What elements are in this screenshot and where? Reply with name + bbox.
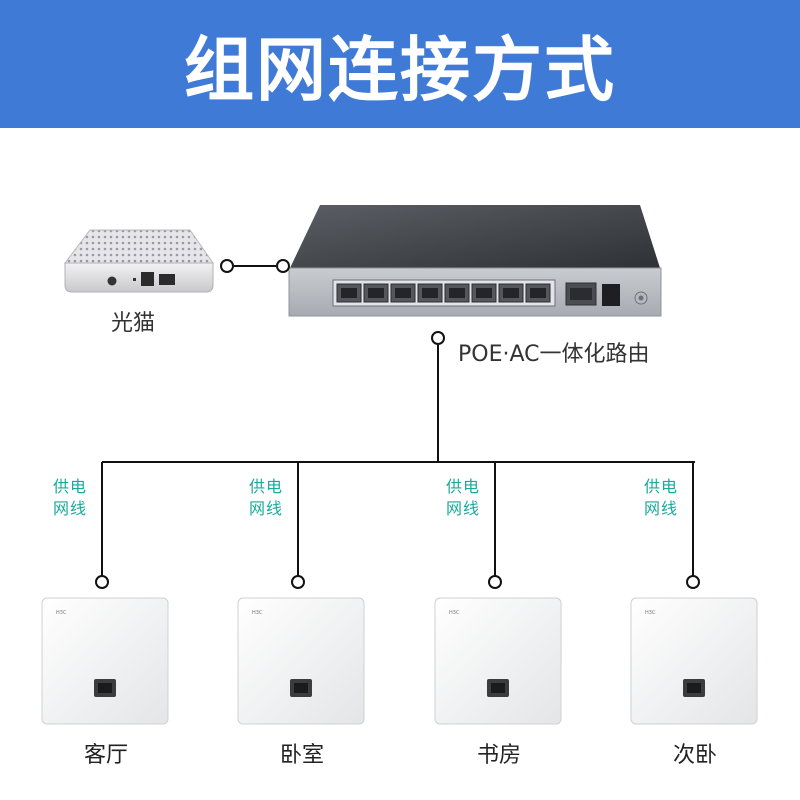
optical-modem-icon: [63, 229, 214, 293]
lan-port-icon: [363, 283, 389, 303]
lan-port-icon: [417, 283, 443, 303]
router-connector-dot: [276, 259, 290, 273]
cable-label: 供电网线: [52, 477, 87, 518]
wall-ap-panel-icon: H3C: [41, 597, 169, 725]
panel-connector-dot: [95, 575, 109, 589]
modem-label: 光猫: [111, 311, 156, 336]
brand-logo: H3C: [252, 610, 263, 616]
panel-connector-dot: [291, 575, 305, 589]
brand-logo: H3C: [56, 610, 67, 616]
panel-connector-dot: [488, 575, 502, 589]
modem-connector-dot: [220, 259, 234, 273]
wall-ap-panel-icon: H3C: [434, 597, 562, 725]
wall-ap-panel-icon: H3C: [237, 597, 365, 725]
cable-label: 供电网线: [248, 477, 283, 518]
lan-port-icon: [336, 283, 362, 303]
poe-ac-router-icon: [288, 205, 662, 317]
cable-label: 供电网线: [445, 477, 480, 518]
title-banner: 组网连接方式: [0, 0, 800, 128]
cable-label: 供电网线: [643, 477, 678, 518]
room-label: 次卧: [672, 743, 717, 768]
lan-port-icon: [444, 283, 470, 303]
wall-ap-panel-icon: H3C: [630, 597, 758, 725]
room-label: 卧室: [279, 743, 324, 768]
panel-connector-dot: [686, 575, 700, 589]
room-label: 客厅: [83, 743, 128, 768]
brand-logo: H3C: [645, 610, 656, 616]
lan-port-icon: [498, 283, 524, 303]
brand-logo: H3C: [449, 610, 460, 616]
lan-port-icon: [525, 283, 551, 303]
page-title: 组网连接方式: [184, 28, 616, 111]
lan-port-icon: [390, 283, 416, 303]
router-downlink-dot: [431, 331, 445, 345]
router-label: POE·AC一体化路由: [458, 342, 650, 367]
room-label: 书房: [476, 743, 521, 768]
lan-port-icon: [471, 283, 497, 303]
